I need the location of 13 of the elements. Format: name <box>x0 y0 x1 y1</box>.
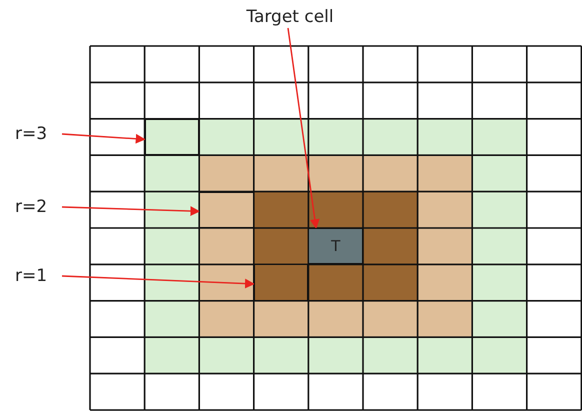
arrow <box>62 275 255 288</box>
arrow <box>62 133 146 144</box>
grid-cell <box>144 118 200 156</box>
grid-cell <box>199 192 254 228</box>
annotation-label: Target cell <box>246 8 334 26</box>
annotation-label: r=3 <box>14 126 48 142</box>
arrow <box>62 206 200 216</box>
cell-label: T <box>331 238 340 254</box>
annotation-label: r=1 <box>14 268 48 284</box>
grid-cell <box>254 264 308 301</box>
annotation-label: r=2 <box>14 198 48 216</box>
arrow <box>287 28 320 229</box>
target-cell <box>308 228 363 264</box>
